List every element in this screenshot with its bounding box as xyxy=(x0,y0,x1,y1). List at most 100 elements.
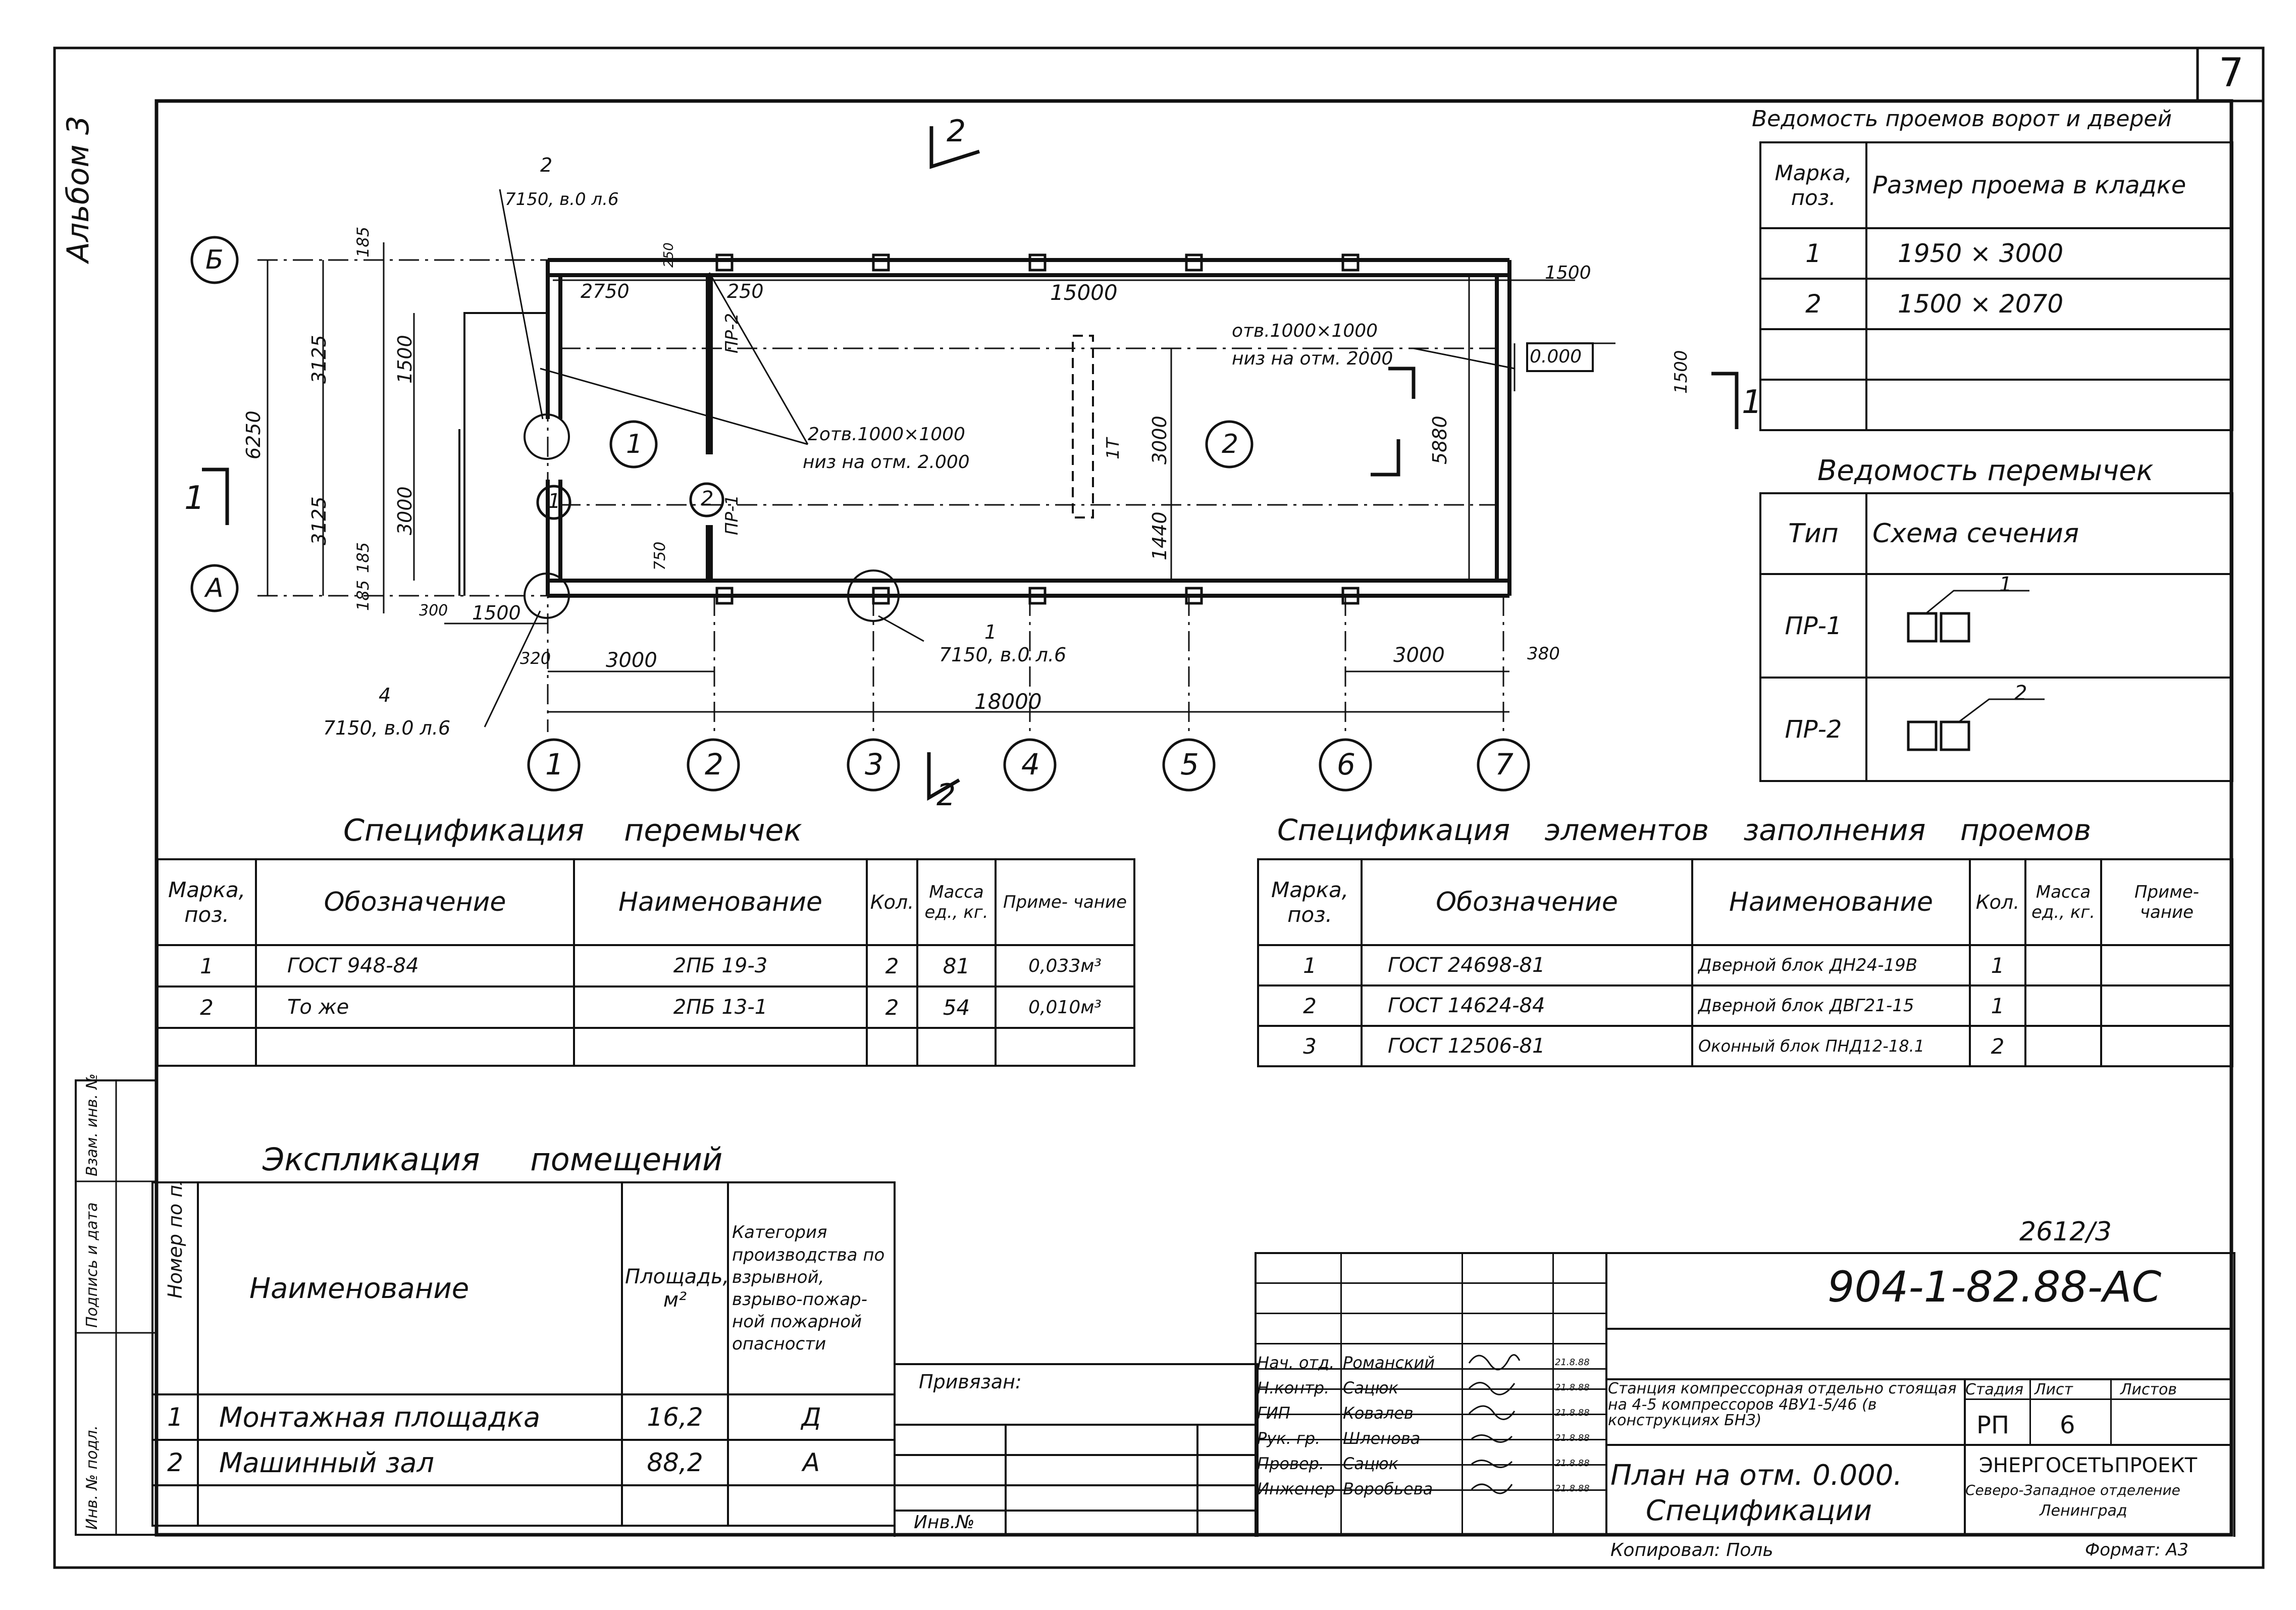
dim-15000: 15000 xyxy=(1050,280,1118,305)
title-stamp xyxy=(1255,1252,2235,1537)
name-2: Ковалев xyxy=(1343,1404,1414,1423)
date-4: 21.8.88 xyxy=(1555,1458,1590,1469)
dim-250b: 250 xyxy=(727,280,764,302)
table-header: Масса ед., кг. xyxy=(916,858,997,946)
level-mark: 0.000 xyxy=(1530,346,1582,367)
table-cell xyxy=(197,1484,623,1527)
stage-value: РП xyxy=(1976,1411,2010,1439)
hole-note-1-a: 2отв.1000×1000 xyxy=(808,424,965,445)
dim-3000-left: 3000 xyxy=(394,486,416,535)
role-3: Рук. гр. xyxy=(1257,1429,1321,1448)
table-cell: 2 xyxy=(1969,1025,2026,1067)
table-cell xyxy=(621,1484,729,1527)
callout-4-ref: 7150, в.0 л.6 xyxy=(323,717,451,739)
dim-380: 380 xyxy=(1527,644,1560,664)
section-mark-bottom-label: 2 xyxy=(936,777,956,813)
dim-5880: 5880 xyxy=(1429,416,1451,464)
role-4: Провер. xyxy=(1257,1454,1324,1473)
role-0: Нач. отд. xyxy=(1257,1353,1335,1372)
dim-1440: 1440 xyxy=(1149,511,1171,560)
dim-3125b: 3125 xyxy=(308,496,330,545)
table-cell: Оконный блок ПНД12-18.1 xyxy=(1691,1025,1971,1067)
lintel-scheme-2 xyxy=(1865,677,2233,782)
level-box xyxy=(1526,342,1594,372)
dim-1500-top: 1500 xyxy=(1545,263,1591,283)
lintels-header-scheme: Схема сечения xyxy=(1865,492,2233,575)
dim-3125a: 3125 xyxy=(308,335,330,384)
callout-2-num: 2 xyxy=(540,154,553,176)
table-cell: Д xyxy=(727,1393,896,1441)
drawing-code: 904-1-82.88-АС xyxy=(1828,1262,2162,1312)
callout-4-num: 4 xyxy=(379,684,391,706)
stage-label: Стадия xyxy=(1965,1381,2024,1398)
dim-2750: 2750 xyxy=(581,280,630,302)
unit-1t-outline xyxy=(1072,335,1094,518)
room-label-2: 2 xyxy=(1222,429,1239,459)
axis-label-1: 1 xyxy=(545,747,564,782)
axis-label-2: 2 xyxy=(705,747,723,782)
table-cell xyxy=(2100,984,2233,1027)
partition-label-pr2: ПР-2 xyxy=(722,313,742,353)
table-cell xyxy=(995,1027,1135,1067)
name-4: Сацюк xyxy=(1343,1454,1398,1473)
table-header: Обозначение xyxy=(255,858,575,946)
table-cell xyxy=(156,1027,257,1067)
table-cell: 2ПБ 13-1 xyxy=(573,985,868,1029)
table-cell: 2 xyxy=(866,985,918,1029)
side-stamp-sign: Подпись и дата xyxy=(83,1202,101,1328)
table-cell: Монтажная площадка xyxy=(197,1393,623,1441)
table-cell: 81 xyxy=(916,944,997,988)
table-cell xyxy=(1865,328,2233,381)
date-1: 21.8.88 xyxy=(1555,1382,1590,1393)
role-5: Инженер xyxy=(1257,1479,1335,1498)
table-header: Обозначение xyxy=(1361,858,1693,946)
table-cell: 2 xyxy=(1257,984,1363,1027)
partition-label-pr1: ПР-1 xyxy=(722,495,742,535)
table-header: Наименование xyxy=(197,1181,623,1395)
table-cell: 2 xyxy=(151,1439,199,1486)
openings-header-mark: Марка, поз. xyxy=(1759,141,1867,229)
side-stamp-inv: Инв. № подл. xyxy=(83,1425,101,1530)
table-header: Марка, поз. xyxy=(156,858,257,946)
table-cell xyxy=(2100,944,2233,986)
table-cell: 1 xyxy=(151,1393,199,1441)
table-cell: ГОСТ 14624-84 xyxy=(1361,984,1693,1027)
name-0: Романский xyxy=(1343,1353,1435,1372)
table-header: Приме- чание xyxy=(995,858,1135,946)
table-cell: 2 xyxy=(156,985,257,1029)
inner-frame xyxy=(154,99,2233,1537)
role-2: ГИП xyxy=(1257,1404,1290,1423)
org-name-3: Ленинград xyxy=(2040,1502,2127,1520)
dim-6250: 6250 xyxy=(242,410,265,459)
inventory-top: 2612/3 xyxy=(2019,1217,2112,1247)
dim-3000-inner: 3000 xyxy=(1149,416,1171,464)
openings-table: Марка, поз. Размер проема в кладке 1 195… xyxy=(1759,141,2233,431)
table-cell xyxy=(866,1027,918,1067)
table-cell: 54 xyxy=(916,985,997,1029)
spec-lintels-title: Спецификация перемычек xyxy=(343,813,802,848)
dim-1500-bottom: 1500 xyxy=(472,602,521,624)
dim-185a: 185 xyxy=(353,226,373,257)
openings-title: Ведомость проемов ворот и дверей xyxy=(1752,106,2172,132)
dim-3000-b2: 3000 xyxy=(1393,644,1445,667)
table-cell: То же xyxy=(255,985,575,1029)
table-cell: 0,033м³ xyxy=(995,944,1135,988)
sheet-number-box xyxy=(2196,46,2265,102)
lintel-type-2: ПР-2 xyxy=(1759,677,1867,782)
org-name-2: Северо-Западное отделение xyxy=(1965,1482,2180,1498)
table-cell xyxy=(151,1484,199,1527)
dim-185c: 185 xyxy=(353,542,373,573)
table-cell: 16,2 xyxy=(621,1393,729,1441)
callout-2-ref: 7150, в.0 л.6 xyxy=(505,189,619,210)
name-5: Воробьева xyxy=(1343,1479,1433,1498)
door-label-1: 1 xyxy=(548,490,561,513)
inv-no-label: Инв.№ xyxy=(914,1512,975,1533)
sheet-number: 7 xyxy=(2219,50,2244,96)
section-mark-top-label: 2 xyxy=(947,114,966,149)
axis-label-3: 3 xyxy=(865,747,883,782)
table-cell: 1 xyxy=(1759,227,1867,280)
table-cell xyxy=(2024,944,2102,986)
dim-18000: 18000 xyxy=(974,689,1042,714)
bound-grid xyxy=(894,1424,1255,1535)
dim-300: 300 xyxy=(419,602,448,619)
